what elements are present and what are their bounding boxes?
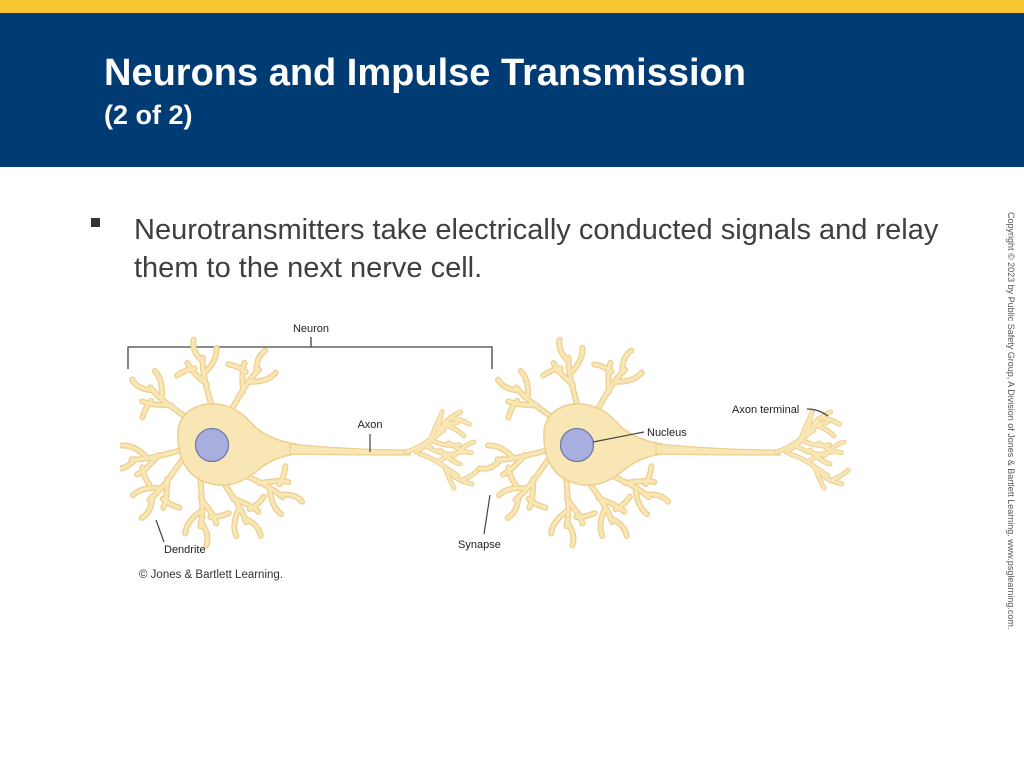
neuron-right — [478, 338, 848, 549]
top-accent-stripe — [0, 0, 1024, 13]
axon-left — [289, 443, 411, 456]
dendrite-leader — [155, 519, 165, 543]
neuron-bracket — [127, 337, 493, 369]
neuron-diagram: Neuron Axon Nucleus Axon terminal Dendri… — [120, 323, 880, 556]
figure-credit: © Jones & Bartlett Learning. — [139, 569, 283, 581]
label-dendrite: Dendrite — [164, 544, 206, 556]
vertical-copyright: Copyright © 2023 by Public Safety Group,… — [1006, 212, 1016, 630]
axon-right — [655, 443, 781, 456]
slide-title: Neurons and Impulse Transmission — [104, 52, 746, 94]
nucleus-left — [194, 427, 230, 463]
leader-lines — [155, 408, 829, 543]
label-nucleus: Nucleus — [647, 427, 687, 439]
title-banner — [0, 13, 1024, 167]
label-axon: Axon — [357, 419, 382, 431]
slide-subtitle: (2 of 2) — [104, 100, 193, 130]
synapse-leader — [483, 494, 491, 535]
label-synapse: Synapse — [458, 539, 501, 551]
neuron-left — [120, 338, 478, 549]
bullet-text: Neurotransmitters take electrically cond… — [134, 214, 939, 284]
nucleus-right — [559, 427, 595, 463]
nucleus-leader — [592, 431, 645, 443]
label-axon-terminal: Axon terminal — [732, 404, 799, 416]
label-neuron: Neuron — [293, 323, 329, 335]
bullet-marker — [91, 218, 100, 227]
axon-terminal-leader — [806, 408, 829, 417]
